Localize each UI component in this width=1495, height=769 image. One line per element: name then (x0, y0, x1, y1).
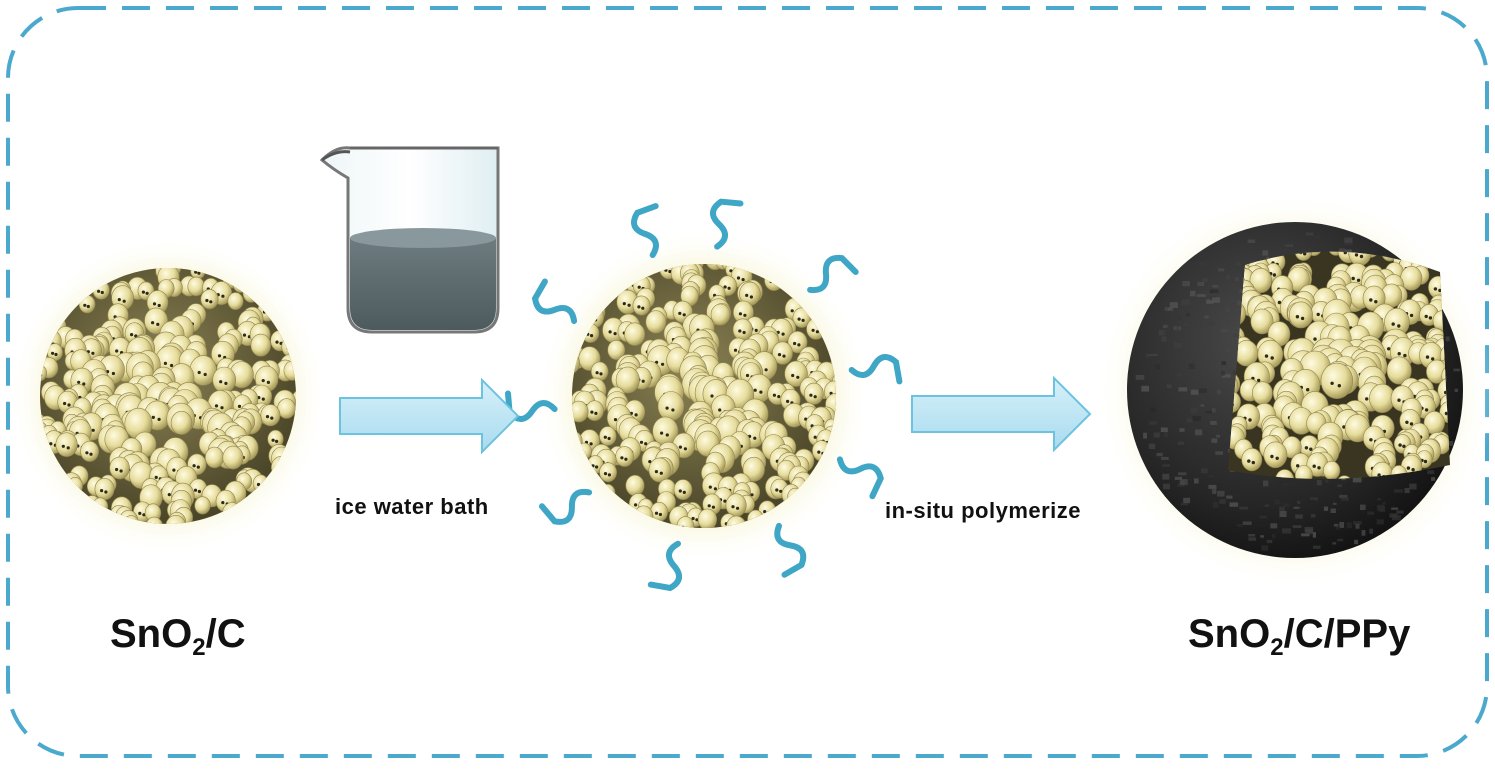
polymer-chains (505, 198, 903, 592)
right-arrow-icon (339, 377, 520, 455)
polymer-chain (531, 278, 578, 324)
material-end-suffix: /C/PPy (1283, 612, 1411, 656)
material-label-end: SnO2/C/PPy (1188, 612, 1410, 662)
polymer-chain (631, 203, 659, 258)
material-start-text: SnO (110, 612, 193, 656)
material-end-subscript: 2 (1270, 634, 1284, 661)
polymer-chain (710, 198, 744, 250)
material-start-suffix: /C (205, 612, 246, 656)
polymer-chain (774, 522, 807, 578)
beaker-icon (319, 146, 500, 334)
right-arrow-icon (911, 375, 1092, 453)
material-start-subscript: 2 (192, 634, 206, 661)
polymer-chain (539, 488, 593, 525)
polymer-chain (647, 540, 682, 592)
step-label-ice-water-bath: ice water bath (335, 494, 489, 519)
sno2-c-particle-start (40, 268, 296, 524)
polymer-chain (807, 254, 859, 294)
sno2-c-ppy-particle (1127, 222, 1463, 558)
dashed-frame (6, 6, 1489, 758)
material-end-text: SnO (1188, 612, 1271, 656)
step-label-in-situ-polymerize: in-situ polymerize (885, 498, 1082, 523)
material-label-start: SnO2/C (110, 612, 246, 662)
polymer-chain (836, 456, 884, 500)
sno2-c-particle-mid (572, 264, 836, 528)
polymer-chain (848, 354, 903, 385)
